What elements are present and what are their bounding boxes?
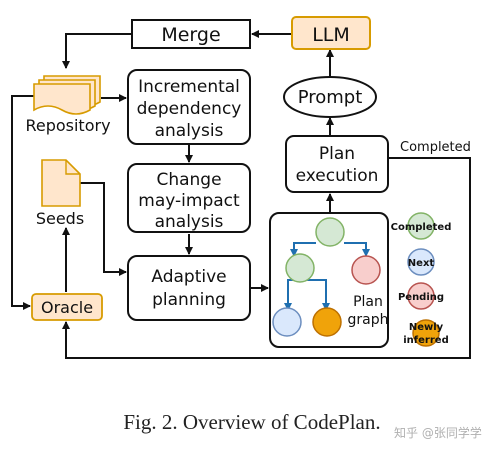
tree-edge-mid-bottomright <box>302 279 330 311</box>
change-impact-line3: analysis <box>155 212 224 232</box>
legend-pending: Pending <box>398 282 444 310</box>
edge-merge-repository <box>62 33 132 69</box>
llm-label: LLM <box>312 24 350 46</box>
edge-repository-oracle <box>11 95 34 310</box>
connectors <box>11 30 471 359</box>
plan-execution-node: Plan execution <box>285 135 389 193</box>
legend-completed-label: Completed <box>391 222 452 233</box>
legend-next-label: Next <box>408 258 435 269</box>
completed-edge-label: Completed <box>400 140 471 155</box>
prompt-node: Prompt <box>283 76 377 118</box>
repository-label: Repository <box>25 116 110 135</box>
legend-newly-label2: inferred <box>403 335 448 346</box>
repository-node: Repository <box>25 75 111 135</box>
repository-icon <box>33 75 101 115</box>
legend-pending-label: Pending <box>398 292 444 303</box>
codeplan-diagram: Merge LLM Repository Incremental depende… <box>11 16 471 359</box>
tree-edge-root-right <box>344 242 370 257</box>
incremental-line2: dependency <box>137 99 242 119</box>
change-impact-node: Change may-impact analysis <box>127 163 251 233</box>
adaptive-planning-node: Adaptive planning <box>127 255 251 321</box>
graph-node-completed-root <box>315 217 345 247</box>
oracle-node: Oracle <box>31 293 103 321</box>
seeds-label: Seeds <box>36 209 84 228</box>
llm-node: LLM <box>291 16 371 50</box>
graph-node-next <box>272 307 302 337</box>
change-impact-line1: Change <box>156 170 221 190</box>
adaptive-line2: planning <box>152 290 226 310</box>
oracle-label: Oracle <box>41 298 93 317</box>
graph-node-newly-inferred <box>312 307 342 337</box>
change-impact-line2: may-impact <box>138 191 240 211</box>
edge-seeds-adaptive <box>80 182 127 276</box>
prompt-label: Prompt <box>298 87 363 108</box>
legend-completed: Completed <box>391 212 452 240</box>
seeds-node: Seeds <box>36 159 84 228</box>
plan-execution-line1: Plan <box>319 144 355 164</box>
plan-execution-line2: execution <box>296 166 379 186</box>
legend-next: Next <box>407 248 435 276</box>
legend-newly-inferred: Newly inferred <box>403 319 449 347</box>
plan-graph-node: Plan graph <box>269 212 389 348</box>
legend-newly-label1: Newly <box>409 322 444 333</box>
adaptive-line1: Adaptive <box>151 267 226 287</box>
graph-node-pending <box>351 255 381 285</box>
legend: Completed Next Pending Newly inferred <box>391 212 452 347</box>
watermark: 知乎 @张同学学 <box>394 426 482 440</box>
figure-caption: Fig. 2. Overview of CodePlan. <box>123 410 381 434</box>
plan-graph-line2: graph <box>348 312 389 328</box>
incremental-line3: analysis <box>155 121 224 141</box>
merge-label: Merge <box>161 24 220 46</box>
seeds-document-icon <box>41 159 81 207</box>
incremental-analysis-node: Incremental dependency analysis <box>127 69 251 145</box>
merge-node: Merge <box>131 19 251 49</box>
plan-graph-line1: Plan <box>353 294 383 310</box>
tree-edge-root-left <box>290 242 316 257</box>
incremental-line1: Incremental <box>138 77 240 97</box>
graph-node-completed-mid <box>285 253 315 283</box>
edge-completed-loop <box>62 157 471 359</box>
